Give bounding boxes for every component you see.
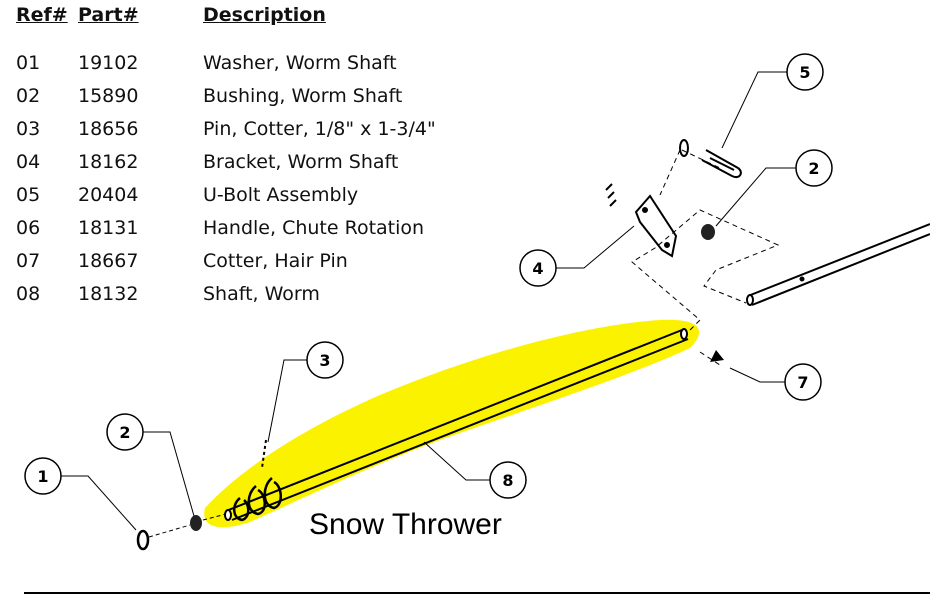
svg-text:8: 8 [502, 471, 513, 490]
ref-cell: 05 [16, 184, 41, 206]
svg-text:4: 4 [532, 259, 543, 278]
table-row: 07 18667 Cotter, Hair Pin [0, 250, 480, 274]
description-cell: Cotter, Hair Pin [203, 250, 348, 272]
ref-cell: 01 [16, 52, 41, 74]
callout-1: 1 [24, 457, 62, 495]
washer-part [136, 524, 191, 551]
hair-pin-part [710, 350, 724, 362]
u-bolt-part [679, 139, 742, 178]
cotter-pin-part [261, 439, 267, 469]
table-row: 03 18656 Pin, Cotter, 1/8" x 1-3/4" [0, 118, 480, 142]
callout-8: 8 [489, 461, 527, 499]
callout-2-left: 2 [106, 413, 144, 451]
part-cell: 18667 [78, 250, 139, 272]
ref-cell: 06 [16, 217, 41, 239]
diagram-caption: Snow Thrower [309, 508, 502, 541]
ref-cell: 08 [16, 283, 41, 305]
svg-text:2: 2 [119, 423, 130, 442]
table-row: 06 18131 Handle, Chute Rotation [0, 217, 480, 241]
header-ref: Ref# [16, 4, 68, 26]
ref-cell: 03 [16, 118, 41, 140]
bushing-part-right [701, 224, 715, 240]
callout-2-right: 2 [795, 149, 833, 187]
svg-text:2: 2 [808, 159, 819, 178]
bracket-part [605, 183, 678, 258]
worm-shaft-part [224, 328, 689, 522]
handle-shaft-part [746, 223, 930, 306]
ref-cell: 04 [16, 151, 41, 173]
svg-text:3: 3 [319, 351, 330, 370]
ref-cell: 07 [16, 250, 41, 272]
svg-text:1: 1 [37, 467, 48, 486]
callout-3: 3 [306, 341, 344, 379]
table-row: 05 20404 U-Bolt Assembly [0, 184, 480, 208]
description-cell: Pin, Cotter, 1/8" x 1-3/4" [203, 118, 436, 140]
part-cell: 20404 [78, 184, 139, 206]
svg-text:7: 7 [797, 373, 808, 392]
callout-4: 4 [519, 249, 557, 287]
part-cell: 19102 [78, 52, 139, 74]
part-cell: 18656 [78, 118, 139, 140]
highlight-shaft [204, 319, 700, 528]
part-cell: 18131 [78, 217, 139, 239]
table-row: 04 18162 Bracket, Worm Shaft [0, 151, 480, 175]
description-cell: U-Bolt Assembly [203, 184, 359, 206]
table-row: 08 18132 Shaft, Worm [0, 283, 480, 307]
header-description: Description [203, 4, 326, 26]
table-row: 02 15890 Bushing, Worm Shaft [0, 85, 480, 109]
part-cell: 18132 [78, 283, 139, 305]
part-cell: 18162 [78, 151, 139, 173]
description-cell: Shaft, Worm [203, 283, 320, 305]
assembly-dashed-lines [631, 149, 780, 366]
description-cell: Bushing, Worm Shaft [203, 85, 403, 107]
header-part: Part# [78, 4, 139, 26]
leader-lines [60, 71, 796, 531]
bushing-part-left [190, 513, 227, 531]
ref-cell: 02 [16, 85, 41, 107]
table-row: 01 19102 Washer, Worm Shaft [0, 52, 480, 76]
callout-7: 7 [784, 363, 822, 401]
svg-text:5: 5 [799, 63, 810, 82]
callout-5: 5 [786, 53, 824, 91]
bottom-divider [24, 592, 930, 594]
description-cell: Handle, Chute Rotation [203, 217, 425, 239]
description-cell: Washer, Worm Shaft [203, 52, 397, 74]
description-cell: Bracket, Worm Shaft [203, 151, 399, 173]
part-cell: 15890 [78, 85, 139, 107]
